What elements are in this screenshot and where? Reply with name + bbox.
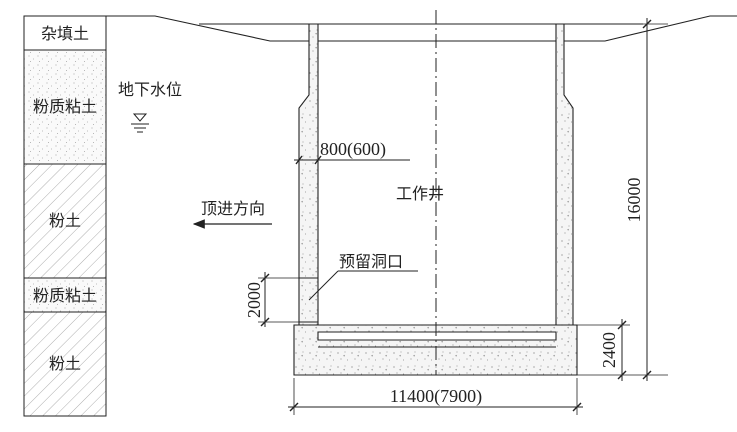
base-thickness-label: 2400 [599, 332, 619, 368]
jacking-direction: 顶进方向 [192, 199, 272, 229]
opening-height-dimension: 2000 [244, 272, 299, 327]
groundwater-marker: 地下水位 [118, 80, 182, 133]
working-shaft-label: 工作井 [396, 184, 444, 203]
base-thickness-dimension: 2400 [577, 319, 630, 381]
opening-height-label: 2000 [244, 282, 264, 318]
soil-layer-4-label: 粉质粘土 [33, 286, 97, 305]
wall-thickness-label: 800(600) [320, 139, 386, 160]
soil-layer-3-label: 粉土 [49, 211, 81, 230]
shaft-interior [318, 24, 556, 332]
depth-dimension: 16000 [577, 18, 668, 381]
soil-layer-1 [23, 15, 107, 51]
groundwater-label: 地下水位 [118, 80, 182, 99]
wall-thickness-dimension: 800(600) [294, 139, 410, 165]
reserved-opening-label: 预留洞口 [339, 252, 403, 271]
jacking-direction-label: 顶进方向 [201, 199, 265, 218]
reserved-opening-callout: 预留洞口 [308, 252, 418, 301]
right-wall [555, 23, 574, 333]
left-wall [298, 23, 319, 333]
soil-column: 杂填土 粉质粘土 粉土 粉质粘土 粉土 [23, 15, 107, 417]
soil-layer-5-label: 粉土 [49, 354, 81, 373]
soil-layer-3 [23, 163, 107, 279]
soil-layer-2 [23, 49, 107, 165]
water-level-icon [132, 113, 148, 122]
depth-label: 16000 [624, 178, 644, 223]
width-label: 11400(7900) [390, 386, 482, 407]
soil-layer-2-label: 粉质粘土 [33, 97, 97, 116]
soil-layer-1-label: 杂填土 [41, 24, 89, 43]
soil-layer-4 [23, 277, 107, 313]
ground-surface [106, 15, 737, 42]
soil-layer-5 [23, 311, 107, 417]
width-dimension: 11400(7900) [288, 378, 583, 415]
